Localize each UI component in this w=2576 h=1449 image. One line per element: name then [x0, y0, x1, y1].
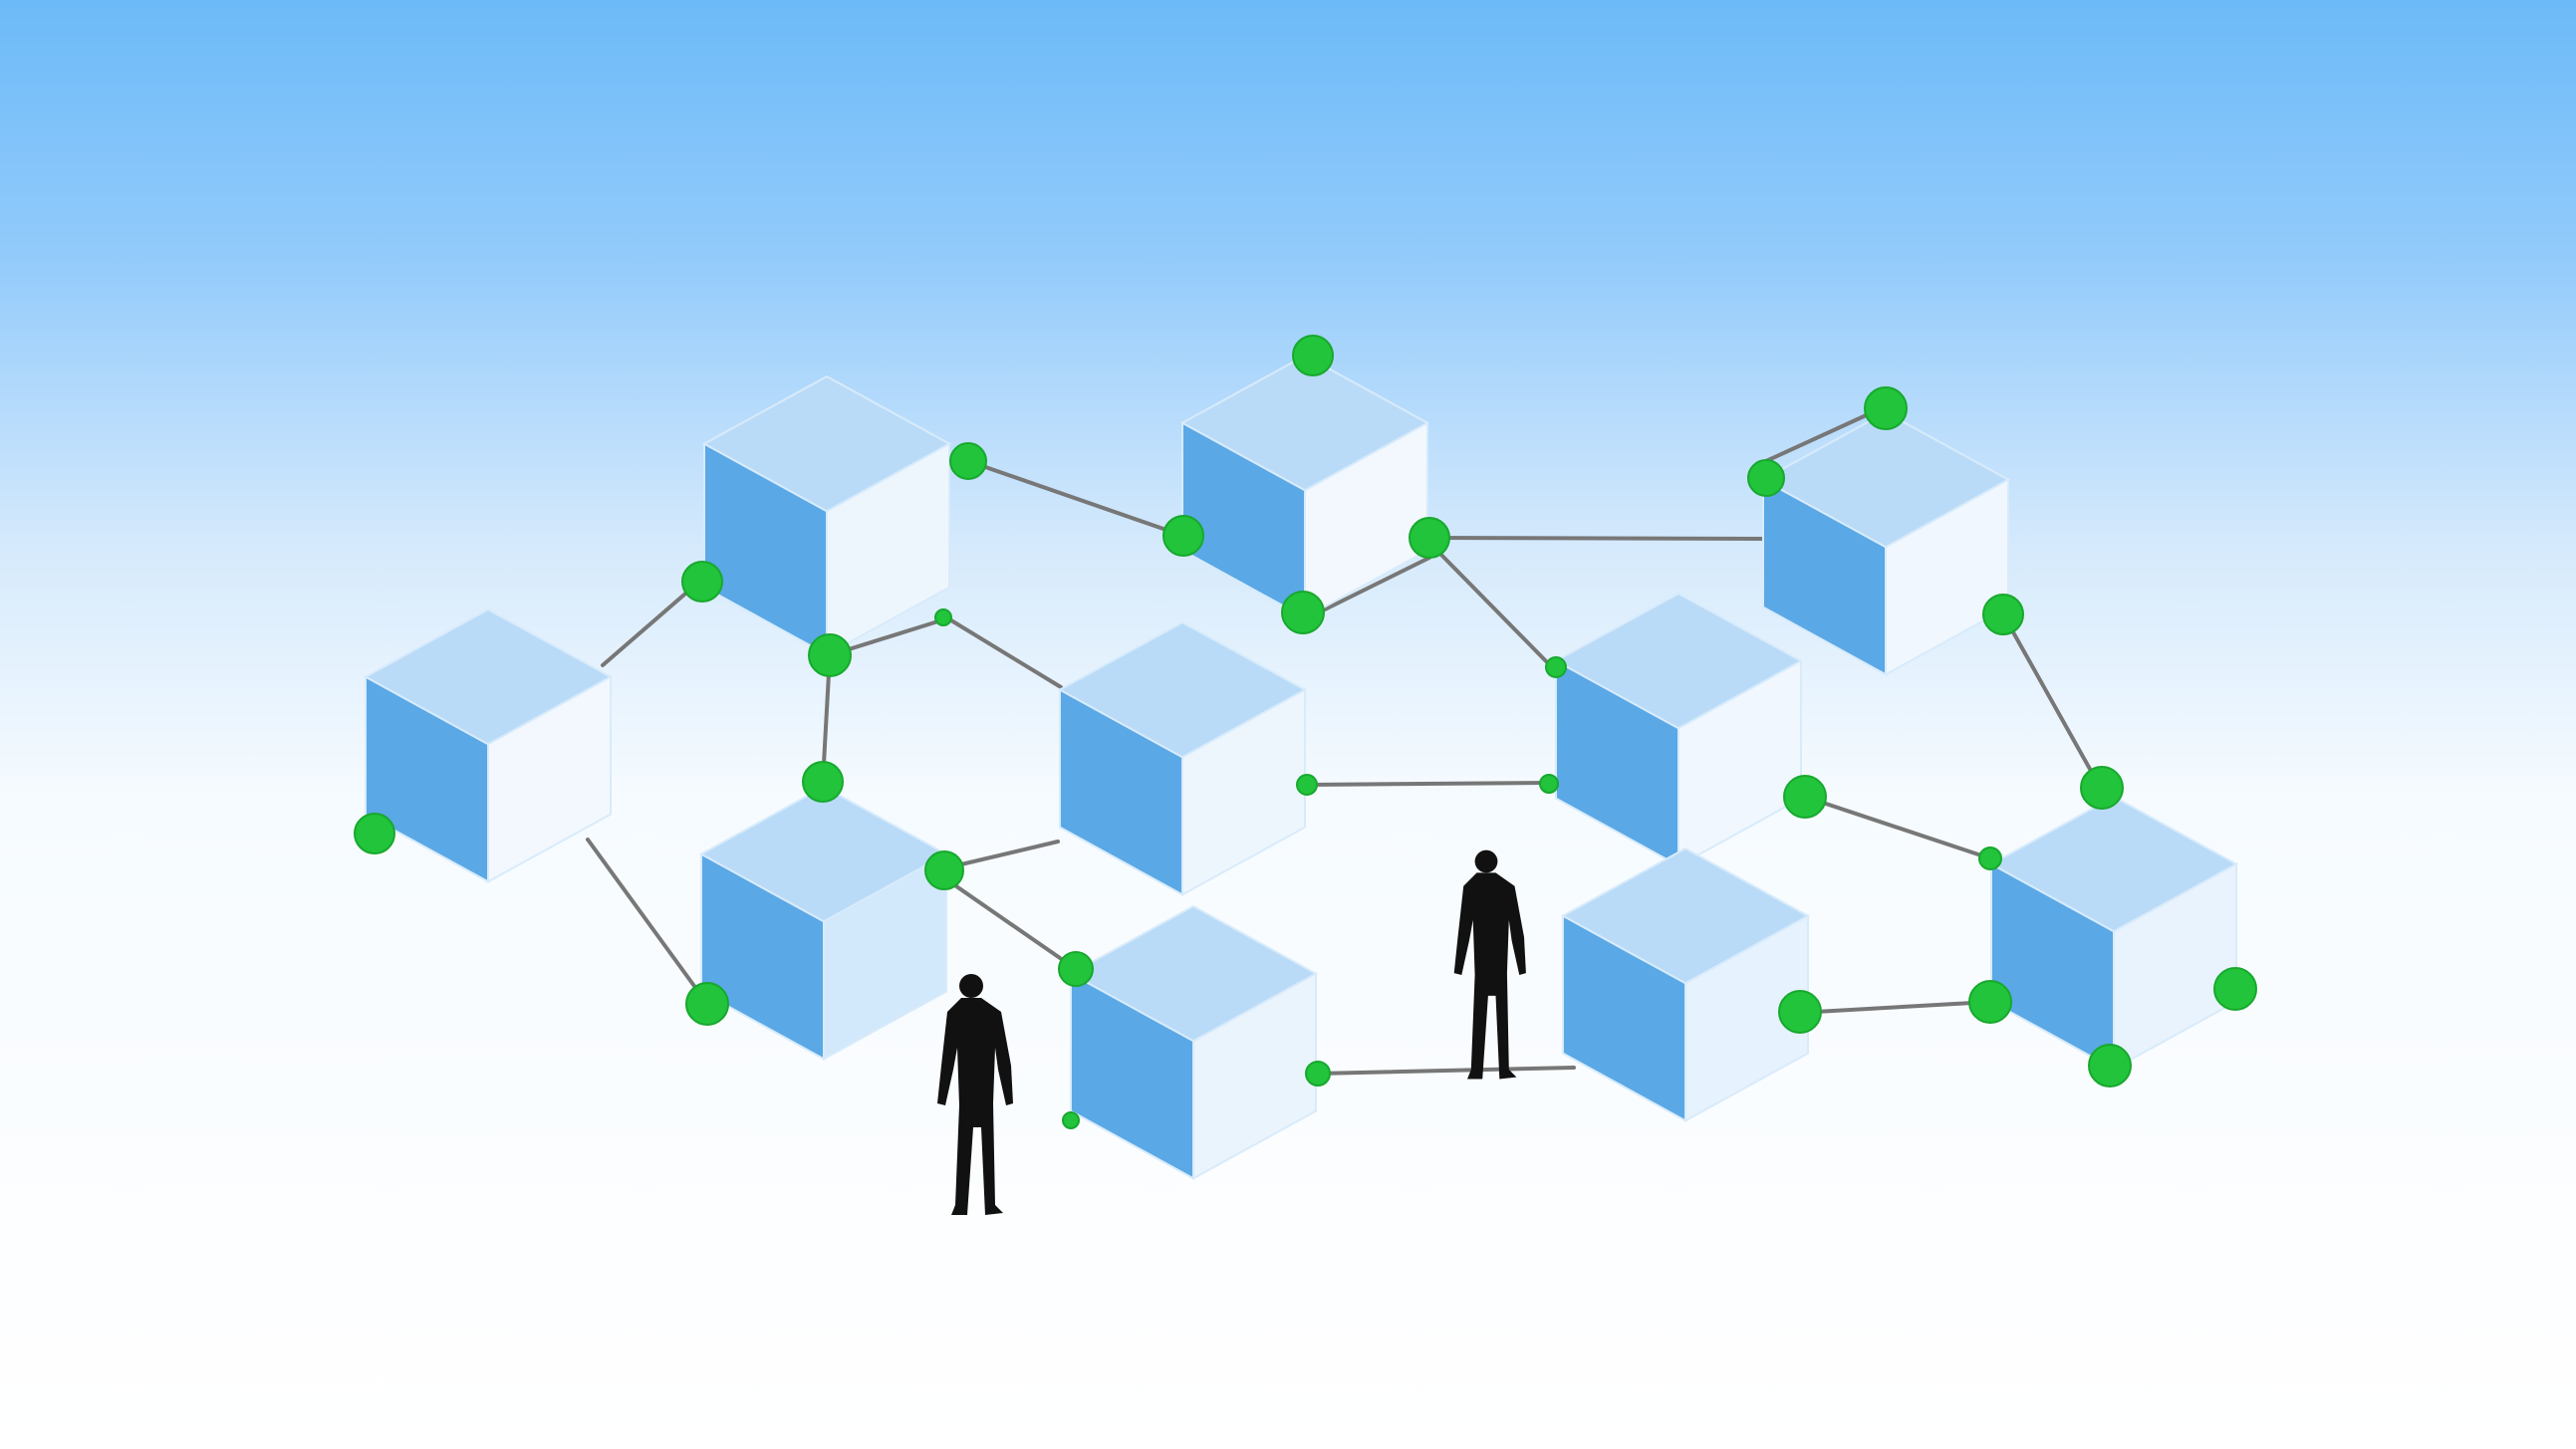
node-dot-icon [1747, 459, 1785, 497]
network-nodes [354, 335, 2257, 1129]
person-silhouette-icon [1453, 849, 1526, 1080]
network-link [1803, 795, 1992, 860]
node-dot-icon [924, 850, 964, 890]
network-link [966, 459, 1185, 538]
cube-icon [1057, 620, 1308, 896]
cube-top-face [1560, 846, 1811, 985]
node-dot-icon [934, 608, 952, 626]
node-dot-icon [1783, 775, 1827, 819]
people [937, 849, 1526, 1215]
node-dot-icon [1305, 1061, 1331, 1087]
node-dot-icon [1978, 846, 2002, 870]
cube-top-face [363, 607, 614, 746]
node-dot-icon [1058, 951, 1094, 987]
person-silhouette-icon [937, 974, 1013, 1215]
cube-icon [1988, 795, 2239, 1071]
node-dot-icon [1162, 515, 1204, 557]
network-link [944, 877, 1078, 971]
node-dot-icon [2213, 967, 2257, 1011]
network-link [944, 615, 1063, 689]
cube-top-face [1553, 592, 1804, 730]
network-link [1430, 544, 1554, 669]
node-dot-icon [685, 982, 729, 1026]
network-link [1306, 781, 1551, 787]
node-dot-icon [1296, 774, 1318, 796]
node-dot-icon [1062, 1111, 1080, 1129]
cube-icon [701, 374, 952, 656]
node-dot-icon [1968, 980, 2012, 1024]
network-link [1796, 1000, 1992, 1015]
cube-icon [1179, 354, 1430, 619]
node-dot-icon [1409, 517, 1450, 559]
node-dot-icon [1539, 774, 1559, 794]
node-dot-icon [802, 761, 844, 803]
network-cubes [363, 354, 2239, 1180]
node-dot-icon [1292, 335, 1334, 376]
cube-top-face [1057, 620, 1308, 759]
node-dot-icon [808, 633, 852, 677]
node-dot-icon [2080, 766, 2124, 810]
node-dot-icon [681, 561, 723, 603]
node-dot-icon [1281, 591, 1325, 634]
cube-top-face [1068, 904, 1319, 1043]
network-link [942, 840, 1060, 870]
cube-icon [1068, 904, 1319, 1180]
network-link [2001, 612, 2102, 789]
network-link [1323, 556, 1431, 611]
node-dot-icon [1778, 990, 1822, 1034]
cube-icon [698, 785, 949, 1061]
cube-top-face [701, 374, 952, 513]
network-link [1315, 1066, 1576, 1076]
cube-icon [1560, 846, 1811, 1122]
network-link [601, 580, 701, 667]
node-dot-icon [2088, 1044, 2132, 1087]
cube-icon [1553, 592, 1804, 867]
network-link [586, 838, 709, 1006]
network-link [1427, 536, 1770, 541]
cube-icon [363, 607, 614, 883]
node-dot-icon [1545, 656, 1567, 678]
node-dot-icon [949, 442, 987, 480]
cube-icon [1760, 410, 2011, 676]
node-dot-icon [1864, 386, 1908, 430]
node-dot-icon [1982, 594, 2024, 635]
node-dot-icon [354, 813, 395, 854]
